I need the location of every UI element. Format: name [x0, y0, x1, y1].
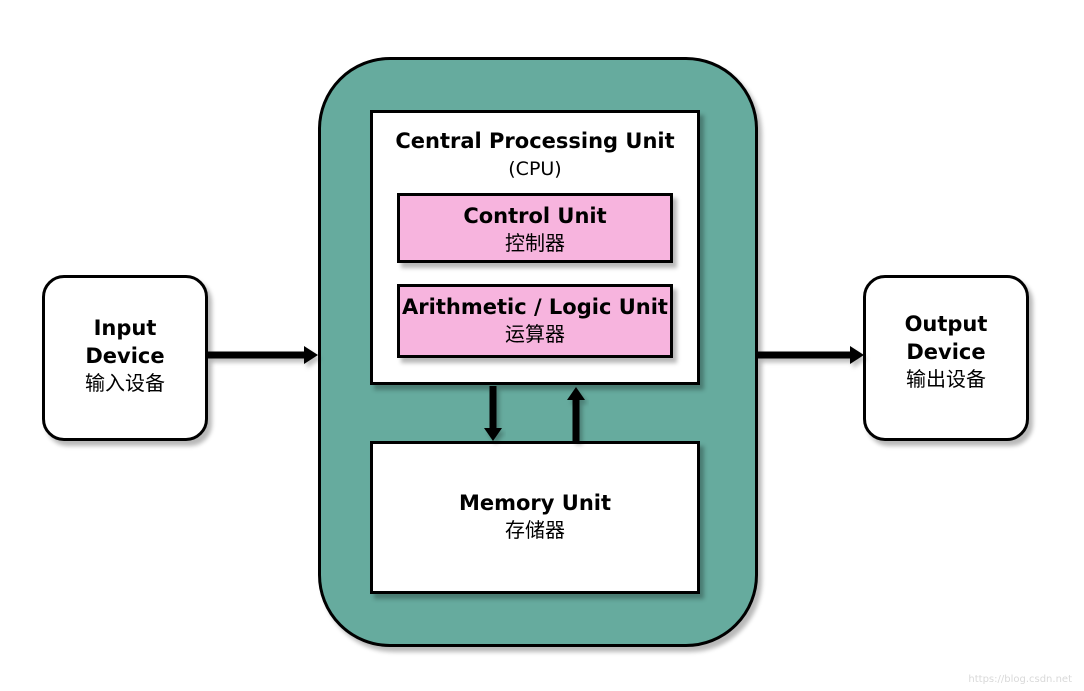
cpu-title: Central Processing Unit [395, 129, 675, 153]
memory-unit-box: Memory Unit 存储器 [370, 441, 700, 594]
output-device-box: Output Device 输出设备 [863, 275, 1029, 441]
cpu-to-output-arrow [758, 346, 864, 364]
alu-box: Arithmetic / Logic Unit 运算器 [397, 284, 673, 358]
input-device-label-zh: 输入设备 [85, 371, 165, 395]
alu-label-zh: 运算器 [505, 322, 565, 346]
output-device-label-zh: 输出设备 [906, 367, 986, 391]
output-device-label-line2: Device [906, 340, 986, 364]
input-device-label-line2: Device [85, 344, 165, 368]
memory-unit-label-zh: 存储器 [505, 518, 565, 542]
input-device-box: Input Device 输入设备 [42, 275, 208, 441]
control-unit-box: Control Unit 控制器 [397, 193, 673, 263]
input-to-cpu-arrow [208, 346, 318, 364]
output-device-label-line1: Output [904, 312, 988, 336]
control-unit-label: Control Unit [463, 204, 607, 228]
input-device-label-line1: Input [93, 316, 157, 340]
memory-to-cpu-arrow [567, 387, 585, 441]
cpu-to-memory-arrow [484, 386, 502, 441]
cpu-subtitle: (CPU) [508, 158, 562, 180]
memory-unit-label: Memory Unit [458, 491, 612, 515]
alu-label: Arithmetic / Logic Unit [402, 295, 668, 319]
watermark: https://blog.csdn.net [968, 674, 1072, 685]
control-unit-label-zh: 控制器 [505, 231, 565, 255]
